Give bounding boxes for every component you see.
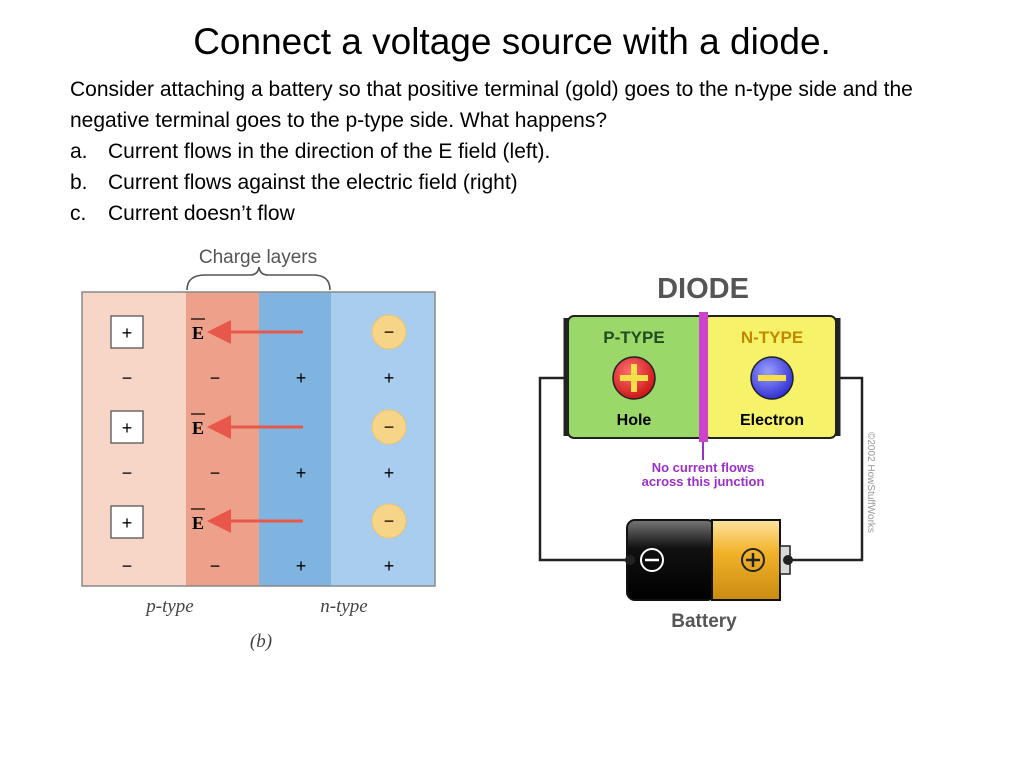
option-text: Current flows in the direction of the E …	[108, 140, 551, 163]
slide-title: Connect a voltage source with a diode.	[193, 21, 831, 62]
option-text: Current flows against the electric field…	[108, 171, 518, 194]
pn-junction-figure: Charge layers + E − − − + + + E − − − + …	[81, 247, 436, 652]
e-field-symbol: E	[192, 513, 204, 533]
p-type-label: P-TYPE	[603, 328, 664, 347]
junction-note-line1: No current flows	[652, 460, 755, 475]
charge-layers-label: Charge layers	[199, 247, 317, 268]
battery-plus-icon	[741, 548, 765, 572]
electron-circle	[371, 409, 407, 445]
hole-box	[110, 315, 144, 349]
n-depletion-layer	[259, 292, 331, 586]
wire-right	[790, 376, 864, 562]
minus-sign: −	[384, 511, 395, 531]
wire-node-left	[625, 555, 635, 565]
diode-battery-figure: DIODE P-TYPE N-TYPE Hole Electron No cur…	[538, 273, 876, 632]
battery-minus-icon	[640, 548, 664, 572]
option-a: a. Current flows in the direction of the…	[70, 136, 970, 167]
minus-sign: −	[122, 556, 133, 576]
e-field-symbol: E	[192, 323, 204, 343]
hole-plus-horizontal	[620, 375, 648, 381]
slide-body: Consider attaching a battery so that pos…	[70, 74, 970, 229]
plus-sign: +	[384, 556, 395, 576]
minus-sign: −	[122, 463, 133, 483]
charge-layers-brace	[186, 266, 331, 291]
n-type-label: n-type	[320, 596, 367, 617]
option-label: a.	[70, 140, 88, 163]
plus-sign: +	[296, 556, 307, 576]
hole-label: Hole	[617, 412, 652, 429]
plus-sign: +	[122, 418, 133, 438]
copyright-text: ©2002 HowStuffWorks	[865, 432, 876, 533]
minus-sign: −	[384, 417, 395, 437]
electron-circle	[371, 314, 407, 350]
hole-box	[110, 505, 144, 539]
wire-left	[538, 376, 628, 562]
electron-minus	[758, 375, 786, 381]
plus-sign: +	[384, 368, 395, 388]
diode-title: DIODE	[657, 273, 749, 305]
plus-sign: +	[122, 323, 133, 343]
minus-sign: −	[210, 368, 221, 388]
option-label: c.	[70, 202, 87, 225]
minus-sign: −	[210, 463, 221, 483]
option-b: b. Current flows against the electric fi…	[70, 167, 970, 198]
option-label: b.	[70, 171, 88, 194]
plus-sign: +	[296, 368, 307, 388]
plus-sign: +	[384, 463, 395, 483]
n-type-label: N-TYPE	[741, 328, 803, 347]
minus-sign: −	[210, 556, 221, 576]
junction-note-line2: across this junction	[642, 474, 765, 489]
option-c: c. Current doesn’t flow	[70, 198, 970, 229]
junction-strip	[699, 312, 708, 442]
wire-node-right	[783, 555, 793, 565]
option-text: Current doesn’t flow	[108, 202, 295, 225]
minus-sign: −	[122, 368, 133, 388]
junction-outline	[81, 291, 436, 587]
battery-label: Battery	[671, 611, 737, 632]
plus-sign: +	[296, 463, 307, 483]
electron-circle	[371, 503, 407, 539]
hole-box	[110, 410, 144, 444]
figure-caption: (b)	[250, 631, 272, 652]
electron-label: Electron	[740, 412, 804, 429]
plus-sign: +	[122, 513, 133, 533]
e-field-symbol: E	[192, 418, 204, 438]
minus-sign: −	[384, 322, 395, 342]
question-text: Consider attaching a battery so that pos…	[70, 78, 913, 132]
p-type-label: p-type	[144, 596, 193, 617]
